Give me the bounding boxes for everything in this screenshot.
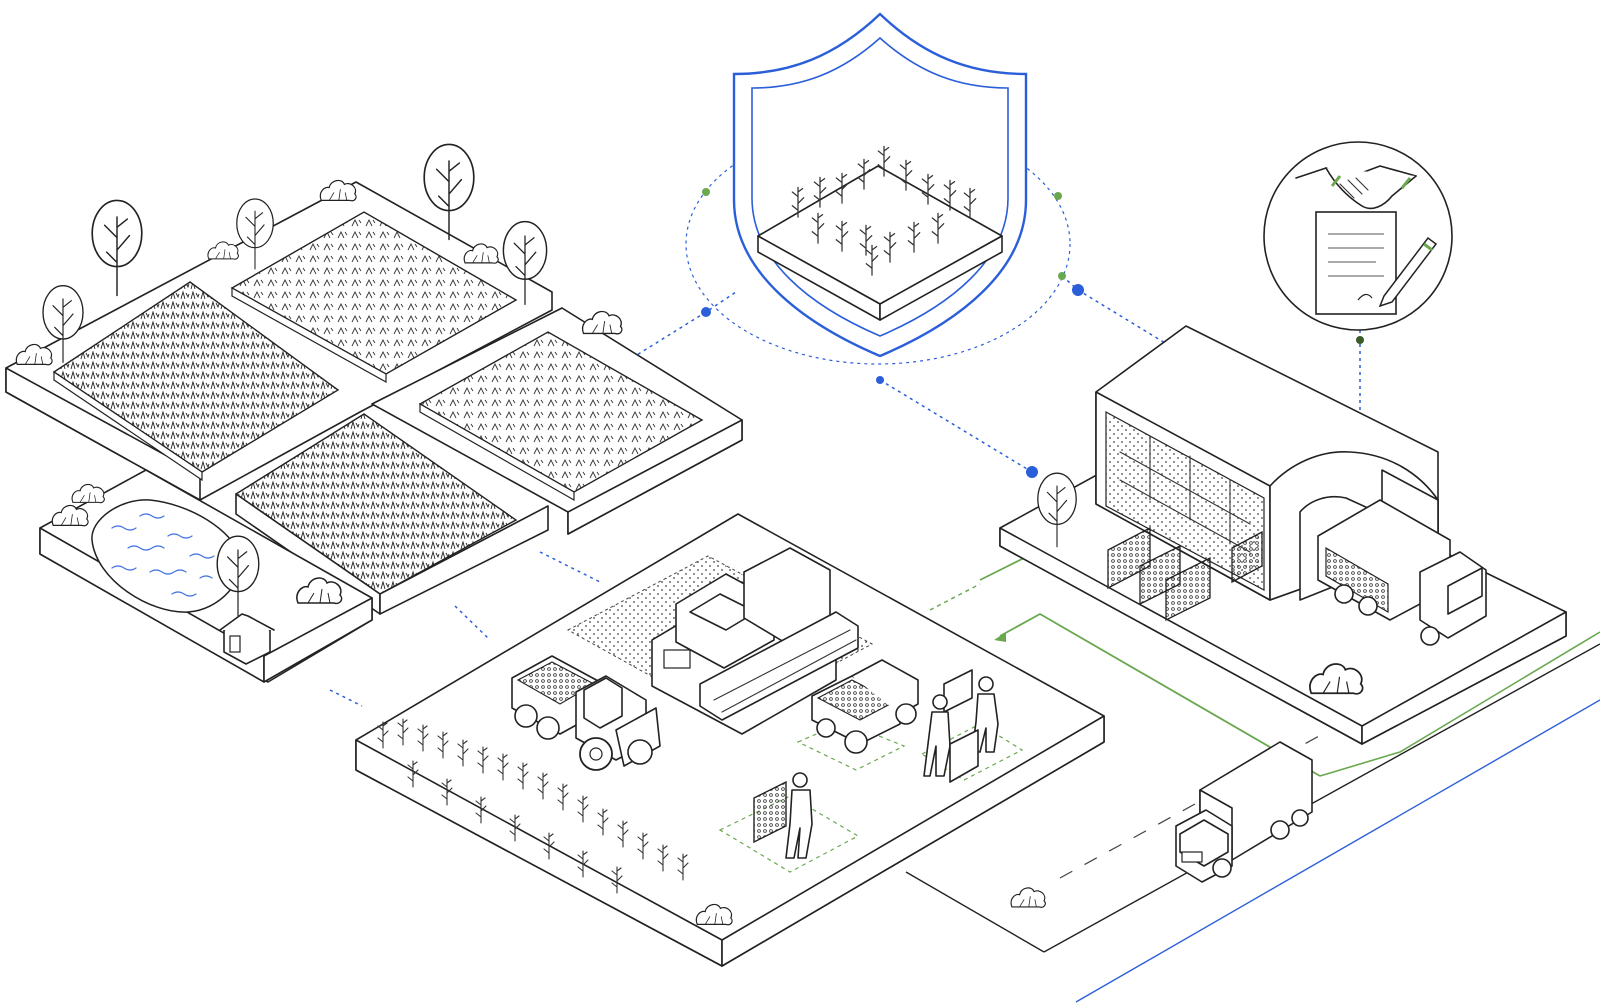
flow-harvest-dashed	[929, 583, 981, 611]
bush-icon	[207, 241, 239, 260]
docked-truck-icon	[1317, 499, 1487, 646]
delivery-truck-icon	[1175, 741, 1313, 883]
harvest-operations-platform	[355, 513, 1105, 967]
connector-lines	[199, 275, 1600, 777]
node-dot	[1026, 466, 1038, 478]
node-dot	[1072, 284, 1084, 296]
contract-document-icon	[1315, 211, 1397, 315]
node-dot	[876, 376, 884, 384]
flow-warehouse-to-road	[999, 612, 1321, 777]
produce-crates	[1107, 526, 1263, 622]
node-dot	[1356, 336, 1364, 344]
link-pond-to-harvest	[454, 605, 491, 641]
flow-warehouse-edge	[1319, 631, 1600, 777]
worker-group-icon	[920, 669, 1024, 783]
link-fields-to-shield	[631, 291, 737, 359]
node-dot	[701, 307, 711, 317]
water-waves	[111, 513, 215, 597]
tractor-icon	[511, 655, 661, 771]
harvest-cart-icon	[796, 659, 919, 771]
worker-with-crate-icon	[718, 772, 860, 873]
tree-icon	[91, 199, 143, 297]
bush-icon	[581, 310, 623, 335]
warehouse-platform	[999, 325, 1567, 745]
contract-agreement-badge	[1263, 141, 1453, 331]
shed-icon	[219, 613, 275, 665]
link-fields-to-harvest	[539, 551, 601, 583]
link-shield-to-warehouse	[879, 379, 1033, 473]
crop-fields-platform	[5, 143, 743, 615]
irrigation-pond-platform	[39, 469, 373, 683]
bush-icon	[1010, 887, 1046, 908]
bush-icon	[51, 504, 89, 527]
crop-protection-shield	[685, 12, 1071, 365]
combine-harvester-icon	[651, 547, 859, 735]
link-pond-to-platform	[329, 689, 363, 707]
pen-icon	[1378, 236, 1438, 308]
bush-icon	[319, 179, 357, 202]
bush-icon	[15, 343, 53, 366]
bush-icon	[71, 483, 105, 504]
handshake-icon	[1295, 165, 1417, 210]
